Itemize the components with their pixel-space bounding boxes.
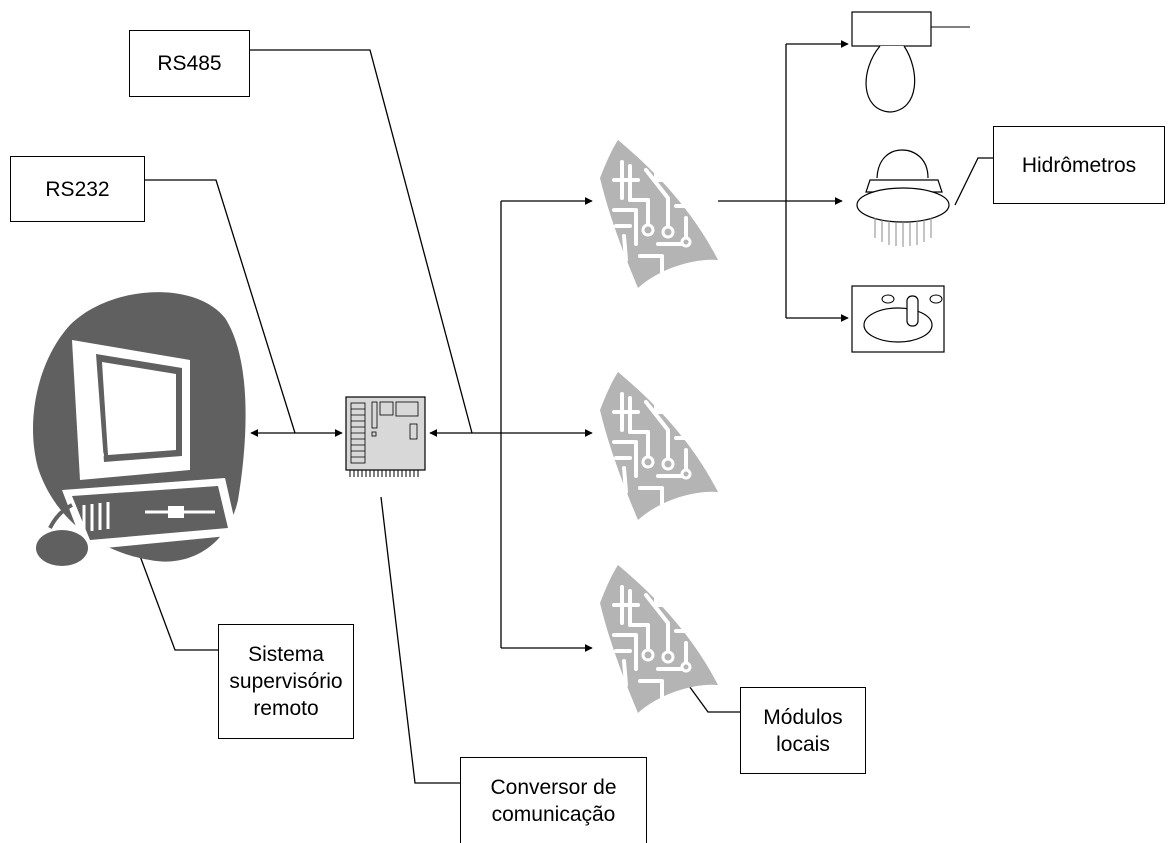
hidrometros-label: Hidrômetros bbox=[993, 126, 1165, 204]
lamp-icon bbox=[851, 11, 970, 113]
rs485-leader bbox=[250, 49, 473, 434]
conversor-line-1: Conversor de bbox=[490, 775, 617, 799]
sink-icon bbox=[851, 285, 945, 353]
sistema-line-1: Sistema bbox=[248, 643, 324, 666]
rs232-leader bbox=[145, 179, 296, 434]
sistema-label: Sistema supervisório remoto bbox=[218, 624, 354, 739]
converter-board-icon bbox=[345, 396, 426, 477]
modulos-line-1: Módulos bbox=[763, 705, 843, 729]
sistema-line-3: remoto bbox=[253, 697, 319, 720]
rs232-text: RS232 bbox=[45, 177, 110, 201]
computer-icon bbox=[33, 292, 246, 566]
conversor-label: Conversor de comunicação bbox=[460, 757, 647, 843]
conversor-leader bbox=[380, 496, 460, 784]
circuit-module-icon bbox=[598, 370, 720, 522]
hidrometros-leader bbox=[954, 157, 993, 206]
shower-icon bbox=[856, 149, 950, 247]
modulos-label: Módulos locais bbox=[740, 687, 866, 774]
rs485-text: RS485 bbox=[157, 52, 222, 75]
rs232-label: RS232 bbox=[10, 156, 145, 222]
hidrometros-text: Hidrômetros bbox=[1021, 153, 1137, 177]
circuit-module-icon bbox=[598, 563, 720, 715]
circuit-module-icon bbox=[598, 138, 720, 290]
modulos-line-2: locais bbox=[776, 732, 830, 756]
sistema-leader bbox=[139, 555, 218, 651]
rs485-label: RS485 bbox=[129, 30, 250, 97]
sistema-line-2: supervisório bbox=[229, 670, 343, 693]
conversor-line-2: comunicação bbox=[491, 802, 616, 826]
